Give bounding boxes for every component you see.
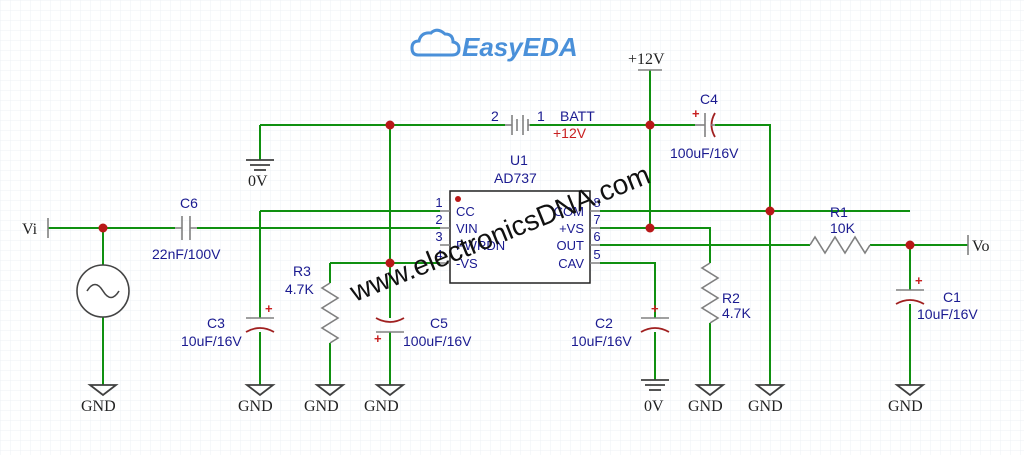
c4-ref: C4 xyxy=(700,91,718,107)
pin-name: PWRDN xyxy=(456,238,505,253)
gnd-symbol: GND xyxy=(364,384,406,415)
capacitor-c4: + C4 100uF/16V xyxy=(670,91,739,161)
gnd-symbol: GND xyxy=(888,384,926,415)
resistor-r1: R1 10K xyxy=(809,204,871,255)
input-label: Vi xyxy=(22,221,38,238)
polarity-mark: + xyxy=(915,273,923,288)
battery-pin-b: 1 xyxy=(537,108,545,124)
capacitor-c3: + C3 10uF/16V xyxy=(181,301,275,349)
battery-ref: BATT xyxy=(560,108,595,124)
pin-number: 4 xyxy=(435,247,442,262)
gnd-symbol: GND xyxy=(238,384,276,415)
pin-name: VIN xyxy=(456,221,478,236)
pin-name: -VS xyxy=(456,256,478,271)
pin-number: 5 xyxy=(593,247,600,262)
r2-value: 4.7K xyxy=(722,305,751,321)
r3-ref: R3 xyxy=(293,263,311,279)
c2-value: 10uF/16V xyxy=(571,333,632,349)
gnd-label: GND xyxy=(81,398,116,415)
capacitor-c6: C6 22nF/100V xyxy=(152,195,221,262)
capacitor-c2: + C2 10uF/16V xyxy=(571,301,670,349)
polarity-mark: + xyxy=(374,331,382,346)
pin-number: 8 xyxy=(593,195,600,210)
r1-ref: R1 xyxy=(830,204,848,220)
cloud-icon xyxy=(410,28,461,57)
output-port: Vo xyxy=(967,235,990,255)
pin-name: OUT xyxy=(557,238,585,253)
ground-0v-label: 0V xyxy=(248,173,268,190)
gnd-label: GND xyxy=(304,398,339,415)
battery-symbol: 2 1 BATT +12V xyxy=(491,108,595,141)
gnd-symbol: GND xyxy=(748,384,786,415)
gnd-label: GND xyxy=(238,398,273,415)
junction xyxy=(905,240,915,250)
pin-name: CC xyxy=(456,204,475,219)
pin-name: CAV xyxy=(558,256,584,271)
c3-value: 10uF/16V xyxy=(181,333,242,349)
chip-ref: U1 xyxy=(510,152,528,168)
ac-source xyxy=(76,264,130,318)
c2-ref: C2 xyxy=(595,315,613,331)
pin-number: 3 xyxy=(435,229,442,244)
pin-number: 7 xyxy=(593,212,600,227)
ground-0v-bottom: 0V xyxy=(641,379,669,415)
battery-value: +12V xyxy=(553,125,587,141)
input-port: Vi xyxy=(22,218,49,238)
c5-value: 100uF/16V xyxy=(403,333,472,349)
r1-value: 10K xyxy=(830,220,856,236)
r3-value: 4.7K xyxy=(285,281,314,297)
c6-ref: C6 xyxy=(180,195,198,211)
capacitor-c5: + C5 100uF/16V xyxy=(374,315,472,349)
chip-u1: U1 AD737 1 2 3 4 CC VIN PWRDN -VS 8 7 6 … xyxy=(435,152,601,284)
junction xyxy=(645,223,655,233)
sine-wave-icon xyxy=(86,283,120,299)
c3-ref: C3 xyxy=(207,315,225,331)
supply-port: +12V xyxy=(628,51,665,71)
polarity-mark: + xyxy=(692,106,700,121)
ground-0v-label: 0V xyxy=(644,398,664,415)
junction xyxy=(98,223,108,233)
junction xyxy=(645,120,655,130)
c6-value: 22nF/100V xyxy=(152,246,221,262)
gnd-label: GND xyxy=(888,398,923,415)
pin-name: COM xyxy=(554,204,584,219)
resistor-r2: R2 4.7K xyxy=(700,262,751,324)
output-label: Vo xyxy=(972,238,990,255)
gnd-label: GND xyxy=(364,398,399,415)
capacitor-c1: + C1 10uF/16V xyxy=(895,273,978,322)
polarity-mark: + xyxy=(265,301,273,316)
pin-name: +VS xyxy=(559,221,584,236)
resistor-r3: R3 4.7K xyxy=(285,263,340,344)
junction xyxy=(385,120,395,130)
c1-ref: C1 xyxy=(943,289,961,305)
pin-number: 2 xyxy=(435,212,442,227)
gnd-symbol: GND xyxy=(81,384,119,415)
junction xyxy=(765,206,775,216)
c4-value: 100uF/16V xyxy=(670,145,739,161)
battery-pin-a: 2 xyxy=(491,108,499,124)
gnd-symbol: GND xyxy=(304,384,346,415)
polarity-mark: + xyxy=(651,301,659,316)
wires xyxy=(48,70,968,385)
chip-part: AD737 xyxy=(494,170,537,186)
logo-text: EasyEDA xyxy=(462,32,578,62)
junction xyxy=(385,258,395,268)
pin-number: 1 xyxy=(435,195,442,210)
gnd-label: GND xyxy=(688,398,723,415)
supply-label: +12V xyxy=(628,51,665,68)
c5-ref: C5 xyxy=(430,315,448,331)
r2-ref: R2 xyxy=(722,290,740,306)
gnd-label: GND xyxy=(748,398,783,415)
easyeda-logo: EasyEDA xyxy=(410,28,578,62)
junctions xyxy=(98,120,915,268)
gnd-symbol: GND xyxy=(688,384,726,415)
pin-number: 6 xyxy=(593,229,600,244)
ground-0v-left: 0V xyxy=(246,159,274,190)
c1-value: 10uF/16V xyxy=(917,306,978,322)
